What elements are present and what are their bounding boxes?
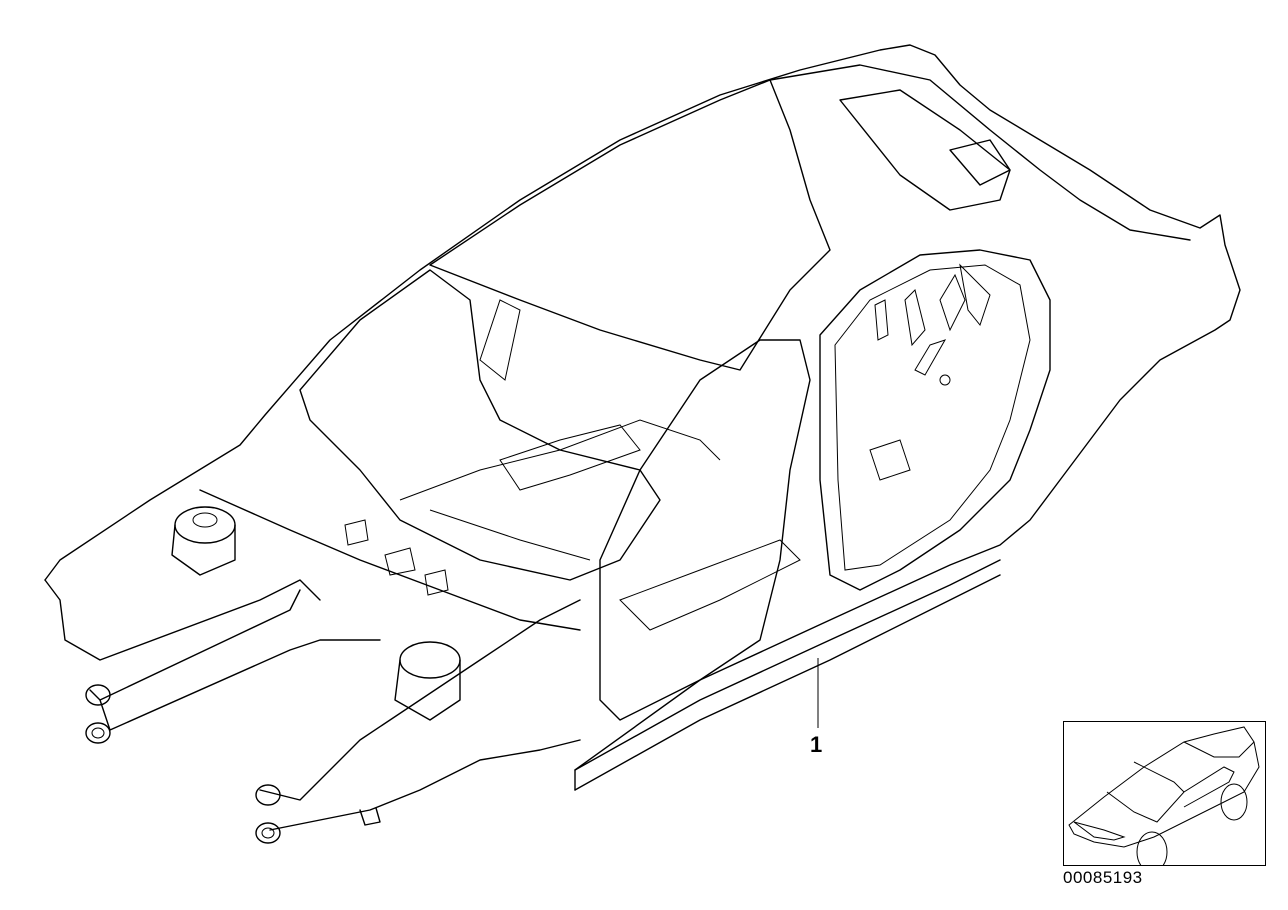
callout-label-1[interactable]: 1: [810, 732, 823, 757]
body-shell: [44, 44, 1241, 844]
diagram-number: 00085193: [1063, 868, 1143, 887]
car-thumbnail-icon: [1068, 726, 1260, 873]
vehicle-thumbnail: [1063, 721, 1266, 873]
